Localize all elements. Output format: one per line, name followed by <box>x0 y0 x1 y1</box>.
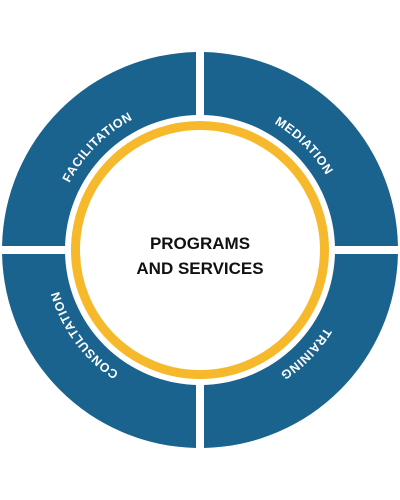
center-title-line-1: PROGRAMS <box>150 234 250 253</box>
yellow-ring <box>71 121 329 379</box>
center-title-line-2: AND SERVICES <box>136 259 263 278</box>
